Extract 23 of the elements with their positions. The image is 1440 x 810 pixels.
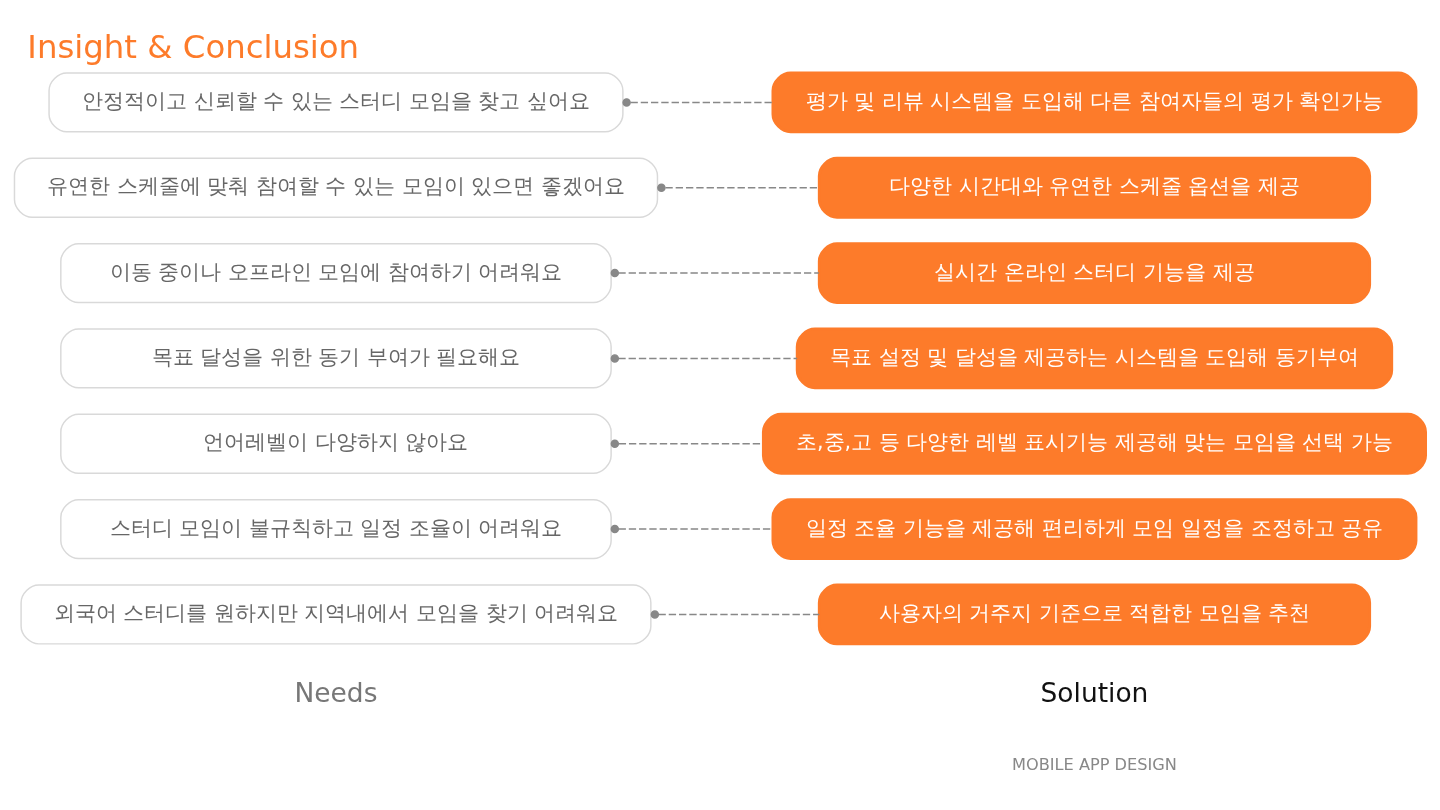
node-box: 안정적이고 신뢰할 수 있는 스터디 모임을 찾고 싶어요 xyxy=(48,71,624,133)
node-box: 목표 달성을 위한 동기 부여가 필요해요 xyxy=(60,327,612,389)
node-box: 평가 및 리뷰 시스템을 도입해 다른 참여자들의 평가 확인가능 xyxy=(771,71,1418,133)
connector xyxy=(622,97,774,107)
label: Solution xyxy=(1040,676,1149,708)
node-box: 실시간 온라인 스터디 기능을 제공 xyxy=(817,241,1372,304)
node-box: 일정 조율 기능을 제공해 편리하게 모임 일정을 조정하고 공유 xyxy=(771,497,1418,560)
node-box: 사용자의 거주지 기준으로 적합한 모임을 추천 xyxy=(817,583,1372,645)
node-box: 외국어 스터디를 원하지만 지역내에서 모임을 찾기 어려워요 xyxy=(20,583,652,645)
connector xyxy=(650,609,820,619)
connector xyxy=(610,353,798,363)
connector xyxy=(657,182,820,192)
node-box: 언어레벨이 다양하지 않아요 xyxy=(60,413,612,474)
node-box: 유연한 스케줄에 맞춰 참여할 수 있는 모임이 있으면 좋겠어요 xyxy=(13,157,659,218)
node-box: 이동 중이나 오프라인 모임에 참여하기 어려워요 xyxy=(60,242,612,303)
label: MOBILE APP DESIGN xyxy=(1011,754,1177,774)
node-box: 목표 설정 및 달성을 제공하는 시스템을 도입해 동기부여 xyxy=(795,327,1394,389)
connector xyxy=(610,268,820,277)
label: Needs xyxy=(294,676,378,708)
node-box: 다양한 시간대와 유연한 스케줄 옵션을 제공 xyxy=(817,156,1372,219)
diagram-title: Insight & Conclusion xyxy=(27,27,360,66)
node-box: 초,중,고 등 다양한 레벨 표시기능 제공해 맞는 모임을 선택 가능 xyxy=(761,412,1427,475)
node-box: 스터디 모임이 불규칙하고 일정 조율이 어려워요 xyxy=(60,498,612,559)
